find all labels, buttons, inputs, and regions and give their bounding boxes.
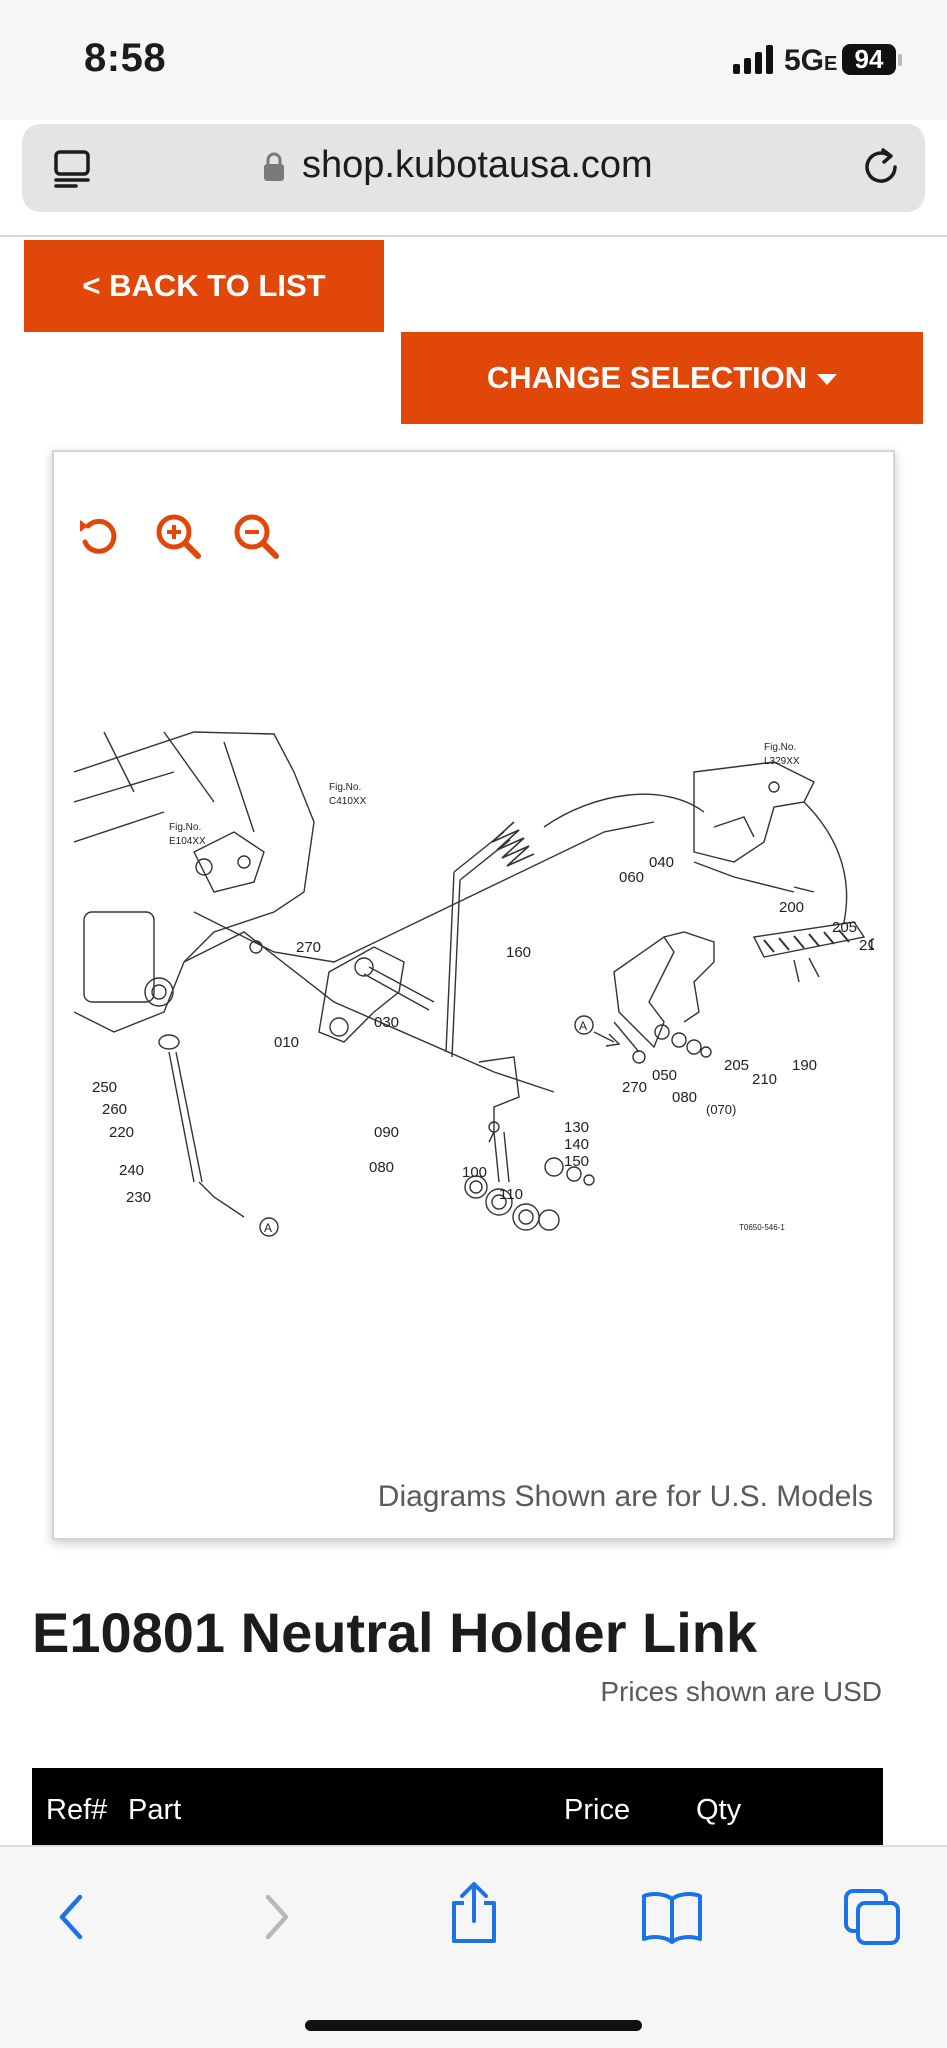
diagram-disclaimer: Diagrams Shown are for U.S. Models — [377, 1480, 873, 1513]
tabs-icon[interactable] — [52, 148, 92, 188]
part-label[interactable]: (070) — [706, 1102, 736, 1117]
reload-icon[interactable] — [859, 145, 903, 189]
part-label[interactable]: 205 — [724, 1057, 749, 1074]
part-label[interactable]: 030 — [374, 1014, 399, 1031]
part-label[interactable]: 140 — [564, 1136, 589, 1153]
battery-cap — [898, 54, 902, 66]
part-label[interactable]: 200 — [779, 899, 804, 916]
parts-table-header: Ref# Part Price Qty — [32, 1768, 883, 1848]
fig-label: Fig.No. — [169, 822, 201, 833]
change-selection-label: CHANGE SELECTION — [486, 360, 808, 395]
part-label[interactable]: 160 — [506, 944, 531, 961]
part-label[interactable]: 050 — [652, 1067, 677, 1084]
column-price: Price — [564, 1794, 631, 1826]
browser-toolbar — [0, 1845, 947, 2048]
part-label[interactable]: 250 — [92, 1079, 117, 1096]
page-title: E10801 Neutral Holder Link — [32, 1601, 758, 1664]
part-label[interactable]: 260 — [102, 1101, 127, 1118]
bookmarks-icon[interactable] — [640, 1887, 704, 1947]
reference-mark: A — [264, 1221, 272, 1235]
fig-code: C410XX — [329, 796, 367, 807]
price-note: Prices shown are USD — [600, 1676, 882, 1707]
column-qty: Qty — [696, 1794, 742, 1826]
fig-label: Fig.No. — [329, 782, 361, 793]
part-label[interactable]: 150 — [564, 1153, 589, 1170]
status-time: 8:58 — [84, 36, 167, 80]
status-bar: 8:58 5GE 94 — [0, 0, 947, 120]
part-label[interactable]: 230 — [126, 1189, 151, 1206]
part-label[interactable]: 090 — [374, 1124, 399, 1141]
part-label[interactable]: 080 — [369, 1159, 394, 1176]
part-label[interactable]: 130 — [564, 1119, 589, 1136]
part-label[interactable]: 190 — [792, 1057, 817, 1074]
zoom-in-icon[interactable] — [154, 512, 204, 562]
back-to-list-button[interactable]: < BACK TO LIST — [24, 240, 384, 332]
back-arrow-icon[interactable] — [50, 1887, 94, 1947]
part-label[interactable]: 205 — [832, 919, 857, 936]
reference-mark: A — [579, 1019, 587, 1033]
home-indicator — [305, 2020, 642, 2031]
caret-down-icon — [817, 374, 838, 386]
address-bar[interactable]: shop.kubotausa.com — [22, 124, 925, 212]
diagram-viewer[interactable]: Fig.No. C410XX Fig.No. E104XX Fig.No. L3… — [52, 450, 895, 1540]
part-label[interactable]: 060 — [619, 869, 644, 886]
lock-icon — [264, 152, 284, 181]
network-type: 5GE — [784, 44, 838, 77]
part-label[interactable]: 110 — [499, 1186, 523, 1203]
reset-icon[interactable] — [74, 512, 124, 562]
battery-icon: 94 — [842, 44, 896, 75]
part-label[interactable]: 100 — [462, 1164, 487, 1181]
part-label[interactable]: 270 — [622, 1079, 647, 1096]
share-icon[interactable] — [446, 1881, 502, 1947]
part-label[interactable]: 010 — [274, 1034, 299, 1051]
column-part: Part — [128, 1794, 182, 1826]
signal-strength-icon — [733, 44, 773, 74]
tabs-overview-icon[interactable] — [842, 1887, 902, 1947]
fig-label: Fig.No. — [764, 742, 796, 753]
fig-code: L329XX — [764, 756, 800, 767]
zoom-out-icon[interactable] — [232, 512, 282, 562]
diagram-code: T0650-546-1 — [739, 1223, 785, 1232]
part-label[interactable]: 220 — [109, 1124, 134, 1141]
parts-diagram[interactable]: Fig.No. C410XX Fig.No. E104XX Fig.No. L3… — [74, 712, 874, 1272]
part-label[interactable]: 210 — [859, 937, 874, 954]
url-text[interactable]: shop.kubotausa.com — [302, 144, 653, 186]
forward-arrow-icon[interactable] — [254, 1887, 298, 1947]
divider — [0, 235, 947, 237]
change-selection-button[interactable]: CHANGE SELECTION — [401, 332, 923, 424]
column-ref: Ref# — [46, 1794, 108, 1826]
part-label[interactable]: 040 — [649, 854, 674, 871]
part-label[interactable]: 210 — [752, 1071, 777, 1088]
part-label[interactable]: 270 — [296, 939, 321, 956]
part-label[interactable]: 080 — [672, 1089, 697, 1106]
fig-code: E104XX — [169, 836, 206, 847]
part-label[interactable]: 240 — [119, 1162, 144, 1179]
